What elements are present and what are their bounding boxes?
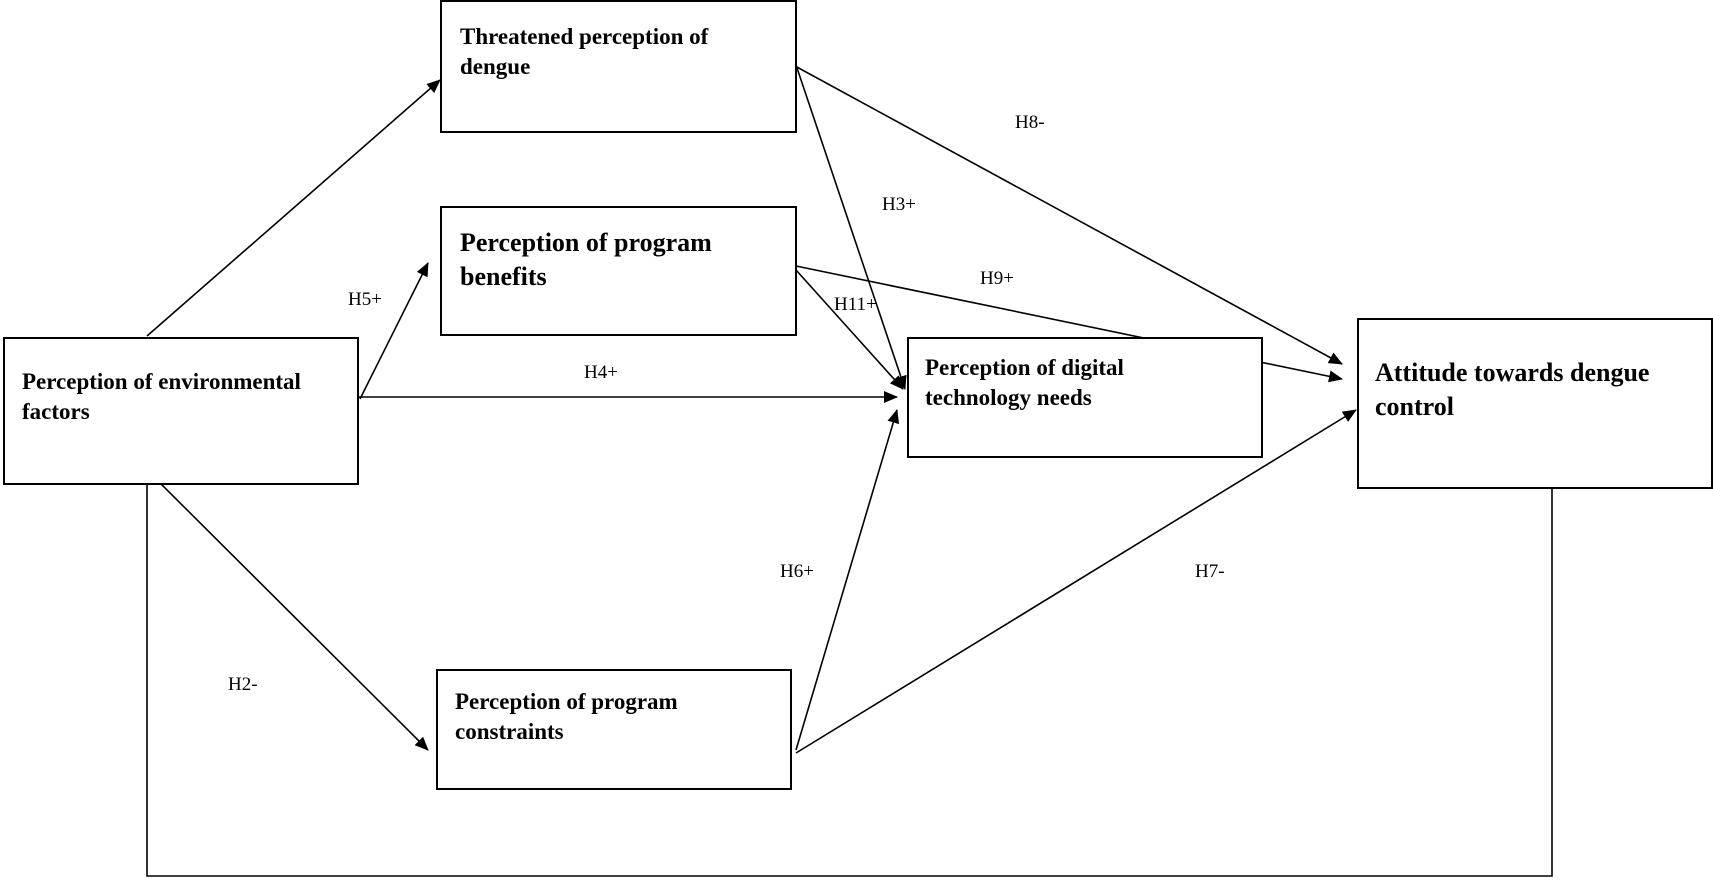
arrow-env-to-attitude [146,470,1558,877]
node-digital-technology-needs: Perception of digital technology needs [907,337,1263,458]
node-digital-technology-needs-label: Perception of digital technology needs [925,355,1124,410]
node-program-benefits-label: Perception of program benefits [460,228,712,291]
node-program-benefits: Perception of program benefits [440,206,797,336]
node-attitude-dengue-control: Attitude towards dengue control [1357,318,1713,489]
edge-label-h6: H6+ [780,561,814,582]
arrow-env-to-benefits [359,262,429,400]
arrow-constraints-to-digital [795,409,900,751]
edge-label-h4: H4+ [584,362,618,383]
node-threatened-perception-label: Threatened perception of dengue [460,24,709,79]
edge-label-h8: H8- [1015,112,1045,133]
edge-label-h2: H2- [228,674,258,695]
edge-label-h7: H7- [1195,561,1225,582]
arrow-threatened-to-attitude [794,65,1343,365]
arrow-env-to-threatened [146,79,441,337]
node-program-constraints-label: Perception of program constraints [455,689,678,744]
node-environmental-factors-label: Perception of environmental factors [22,369,301,424]
node-environmental-factors: Perception of environmental factors [3,337,359,485]
edge-label-h3: H3+ [882,194,916,215]
arrow-benefits-to-digital [795,269,904,390]
arrow-threatened-to-digital [794,61,907,390]
arrow-constraints-to-attitude [795,409,1357,754]
node-program-constraints: Perception of program constraints [436,669,792,790]
node-threatened-perception: Threatened perception of dengue [440,0,797,133]
edge-label-h5: H5+ [348,289,382,310]
node-attitude-dengue-control-label: Attitude towards dengue control [1375,358,1650,421]
edge-label-h9: H9+ [980,268,1014,289]
edge-label-h11: H11+ [834,294,877,315]
arrow-env-to-constraints [146,469,429,751]
